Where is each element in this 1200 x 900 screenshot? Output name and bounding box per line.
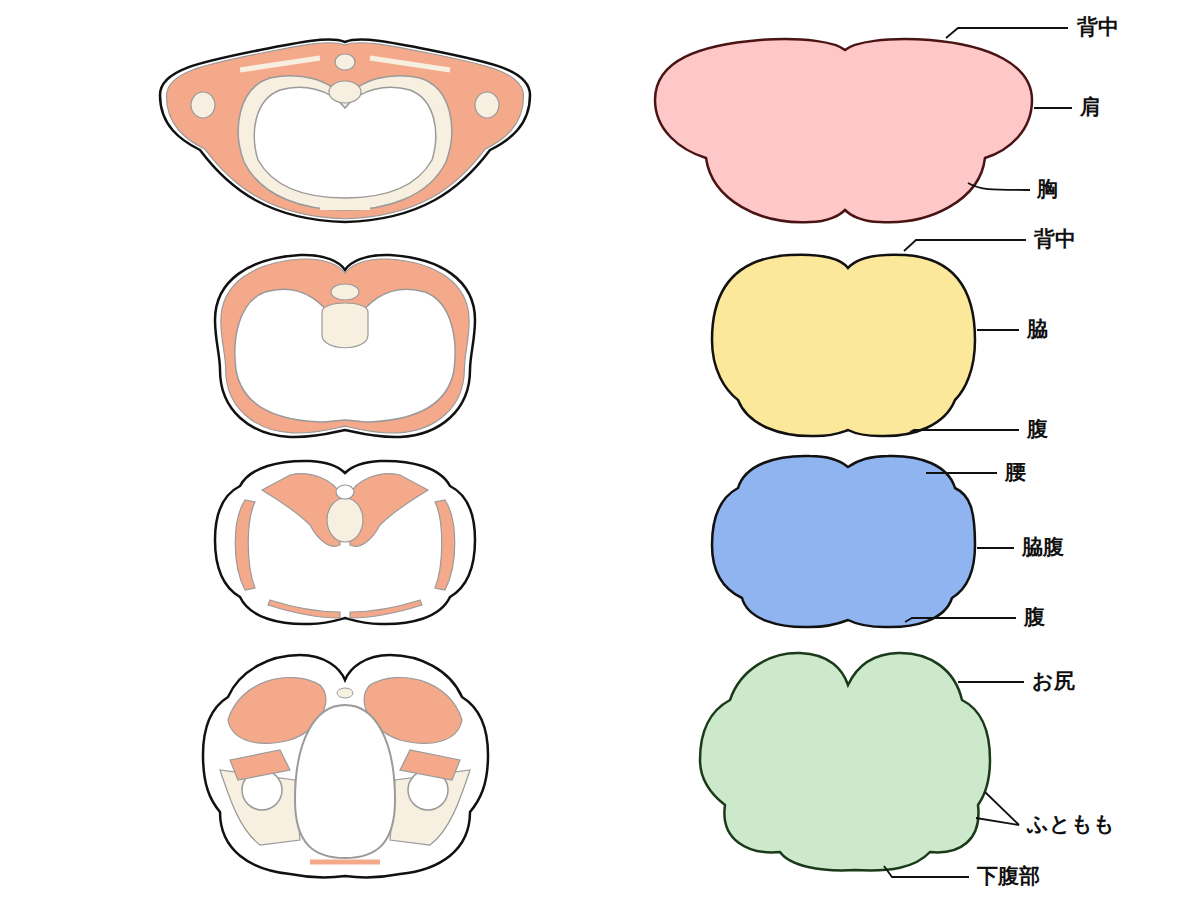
region-label: 腹 bbox=[1025, 417, 1050, 442]
region-label: 胸 bbox=[1035, 177, 1060, 202]
region-label: ふともも bbox=[1025, 812, 1117, 837]
cross-section-pelvis bbox=[203, 655, 488, 877]
cross-section-chest bbox=[160, 40, 530, 222]
region-label: お尻 bbox=[1030, 669, 1077, 694]
region-label: 脇 bbox=[1025, 317, 1050, 342]
region-label: 腹 bbox=[1022, 605, 1047, 630]
region-label: 下腹部 bbox=[975, 864, 1042, 889]
cross-section-waist bbox=[215, 461, 475, 624]
region-label: 脇腹 bbox=[1020, 535, 1066, 560]
region-shape-chest bbox=[655, 39, 1032, 222]
region-label: 腰 bbox=[1003, 460, 1028, 485]
leader-lines bbox=[884, 28, 1072, 877]
region-label: 背中 bbox=[1075, 15, 1121, 40]
region-shape-upper-abdomen bbox=[712, 255, 975, 436]
region-label: 背中 bbox=[1032, 227, 1078, 252]
cross-section-upper-abdomen bbox=[215, 255, 475, 437]
region-shape-waist bbox=[712, 456, 975, 627]
region-shape-hips bbox=[700, 653, 990, 871]
region-label: 肩 bbox=[1078, 95, 1103, 120]
